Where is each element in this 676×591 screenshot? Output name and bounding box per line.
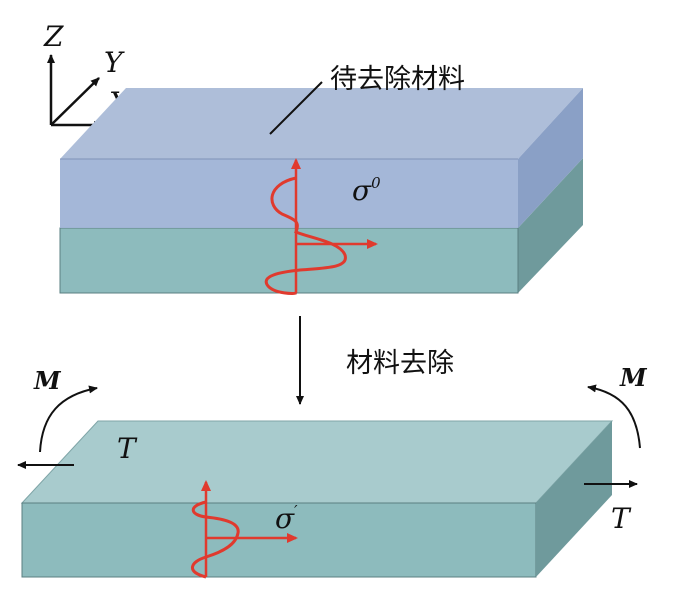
z-axis-label: Z bbox=[43, 20, 64, 53]
upper-plate bbox=[59, 88, 583, 294]
removal-layer-side bbox=[518, 88, 583, 228]
right-loads: M T bbox=[584, 363, 648, 535]
left-loads: M T bbox=[17, 366, 138, 469]
sigma-after-label: σ′ bbox=[275, 502, 298, 535]
stress-profile-initial: σ0 bbox=[264, 158, 381, 295]
lower-plate-side bbox=[536, 421, 612, 577]
moment-right-label: M bbox=[619, 363, 648, 392]
lower-plate bbox=[20, 420, 614, 578]
moment-left-arrow bbox=[39, 385, 98, 453]
material-removal-label: 材料去除 bbox=[346, 348, 454, 379]
tension-left-label: T bbox=[117, 432, 138, 465]
upper-plate-side bbox=[518, 158, 583, 293]
y-axis-line bbox=[50, 77, 100, 126]
y-axis-label: Y bbox=[104, 46, 125, 79]
removal-layer-front bbox=[60, 159, 518, 228]
tension-right-label: T bbox=[611, 502, 632, 535]
stress-curve-initial bbox=[264, 176, 347, 295]
removal-label-leader bbox=[269, 81, 323, 135]
moment-left-label: M bbox=[33, 366, 62, 395]
moment-right-arrow bbox=[587, 384, 641, 449]
removal-material-label: 待去除材料 bbox=[330, 64, 465, 95]
removal-layer-top bbox=[60, 88, 583, 159]
sigma-initial-label: σ0 bbox=[352, 174, 381, 207]
stress-profile-after: σ′ bbox=[191, 480, 298, 579]
upper-plate-front bbox=[59, 227, 519, 294]
stress-curve-after bbox=[191, 500, 240, 579]
lower-plate-top bbox=[20, 420, 614, 504]
